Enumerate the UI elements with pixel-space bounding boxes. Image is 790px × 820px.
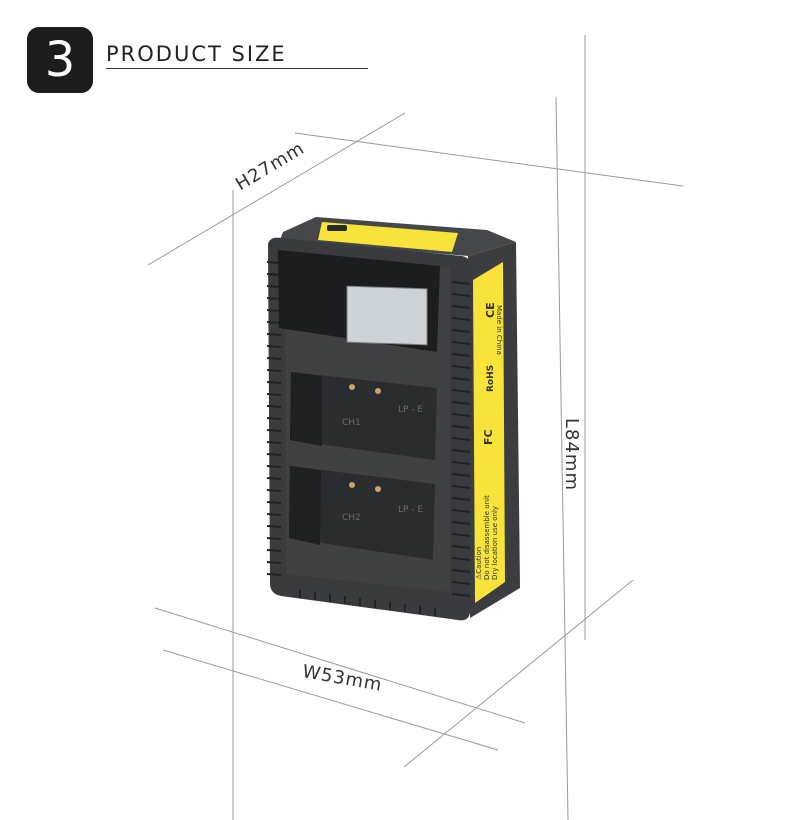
label-mark-rohs: RoHS — [486, 365, 496, 392]
top-yellow-label — [318, 222, 458, 252]
dimension-guides — [147, 35, 684, 820]
slot2-contact-1 — [349, 482, 355, 488]
label-mark-ce: CE — [484, 302, 497, 318]
lcd-screen — [346, 285, 428, 346]
guide-line-width-2 — [162, 649, 499, 751]
label-made-in: Made in China — [495, 305, 503, 355]
dimension-length-label: L84mm — [561, 417, 583, 492]
label-caution: ⚠Caution — [475, 547, 483, 580]
guide-line-width-1 — [154, 607, 526, 724]
guide-line-depth — [403, 579, 634, 768]
slot2-model-label: LP - E — [398, 505, 423, 515]
guide-line-height — [147, 112, 406, 266]
guide-line-top — [294, 132, 684, 187]
battery-slot-2 — [289, 466, 435, 560]
label-mark-fc: FC — [482, 429, 495, 445]
step-number: 3 — [44, 32, 76, 88]
bottom-grip-ribs — [299, 590, 436, 616]
slot1-contact-2 — [375, 388, 381, 394]
side-yellow-label — [473, 262, 505, 603]
section-title-underline — [106, 68, 368, 69]
side-label-text: Made in China CE RoHS FC ⚠Caution Do not… — [475, 302, 503, 580]
usb-port — [327, 225, 347, 231]
slot2-channel-label: CH2 — [342, 513, 361, 523]
battery-slot-1 — [290, 372, 437, 460]
label-dry-location: Dry location use only — [491, 506, 499, 580]
step-badge: 3 — [27, 27, 93, 93]
slot1-channel-label: CH1 — [342, 418, 361, 428]
label-do-not-disassemble: Do not disassemble unit — [483, 495, 491, 580]
guide-line-right-vertical — [555, 96, 569, 820]
left-grip-ribs — [266, 261, 282, 576]
slot1-model-label: LP - E — [398, 405, 423, 415]
slot2-contact-2 — [375, 486, 381, 492]
section-title: PRODUCT SIZE — [106, 42, 287, 66]
slot1-contact-1 — [349, 384, 355, 390]
right-grip-ribs — [451, 281, 471, 597]
charger: CH1 LP - E CH2 LP - E Made in China CE R… — [266, 217, 520, 621]
